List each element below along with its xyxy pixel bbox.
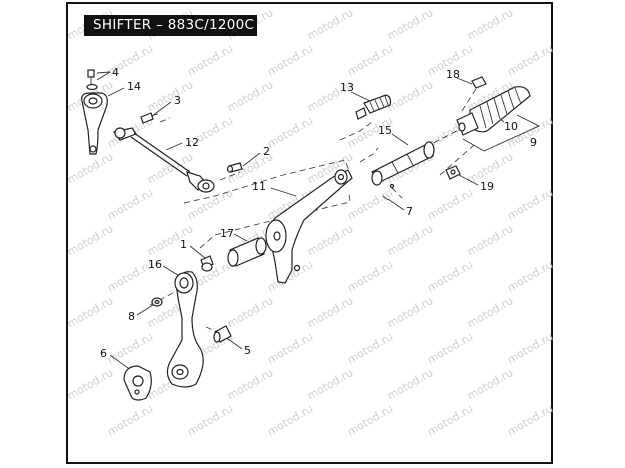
watermark-text: motod.ru <box>345 258 395 294</box>
watermark-text: motod.ru <box>225 294 275 330</box>
watermark-text: motod.ru <box>425 402 475 438</box>
watermark-text: motod.ru <box>345 186 395 222</box>
callout-16: 16 <box>148 258 162 271</box>
watermark-text: motod.ru <box>425 258 475 294</box>
watermark-text: motod.ru <box>505 186 555 222</box>
watermark-text: motod.ru <box>465 366 515 402</box>
watermark-text: motod.ru <box>145 222 195 258</box>
diagram-title: SHIFTER – 883C/1200C <box>84 15 257 36</box>
callout-3: 3 <box>174 94 181 107</box>
watermark-text: motod.ru <box>65 150 115 186</box>
watermark-text: motod.ru <box>265 42 315 78</box>
watermark-text: motod.ru <box>265 114 315 150</box>
part-6-toe-plate <box>123 365 152 401</box>
watermark-text: motod.ru <box>385 78 435 114</box>
callout-14: 14 <box>127 80 141 93</box>
callout-5: 5 <box>244 344 251 357</box>
part-13-footpeg-rubber <box>355 94 392 120</box>
callout-11: 11 <box>252 180 266 193</box>
callout-10: 10 <box>504 120 518 133</box>
watermark-text: motod.ru <box>345 402 395 438</box>
part-3-bolt <box>140 112 159 124</box>
watermark-text: motod.ru <box>65 222 115 258</box>
callout-18: 18 <box>446 68 460 81</box>
callout-6: 6 <box>100 347 107 360</box>
watermark-text: motod.ru <box>145 150 195 186</box>
watermark-text: motod.ru <box>185 42 235 78</box>
part-19-clip <box>445 165 461 180</box>
leader-lines <box>96 71 541 369</box>
callout-1: 1 <box>180 238 187 251</box>
part-8-washer <box>151 297 163 307</box>
watermark-text: motod.ru <box>305 6 355 42</box>
watermark-text: motod.ru <box>345 330 395 366</box>
part-5-bolt <box>213 325 232 343</box>
callout-2: 2 <box>263 145 270 158</box>
callout-4: 4 <box>112 66 119 79</box>
part-10-footpeg <box>456 86 531 136</box>
callout-8: 8 <box>128 310 135 323</box>
callout-7: 7 <box>406 205 413 218</box>
watermark-text: motod.ru <box>425 186 475 222</box>
part-7-screw <box>382 195 389 201</box>
part-11-lever-arm <box>265 169 353 284</box>
watermark-text: motod.ru <box>185 402 235 438</box>
watermark-text: motod.ru <box>505 402 555 438</box>
callout-13: 13 <box>340 81 354 94</box>
watermark-text: motod.ru <box>385 222 435 258</box>
watermark-text: motod.ru <box>225 366 275 402</box>
callout-12: 12 <box>185 136 199 149</box>
callout-17: 17 <box>220 227 234 240</box>
watermark-text: motod.ru <box>465 222 515 258</box>
watermark-text: motod.ru <box>425 330 475 366</box>
watermark-text: motod.ru <box>305 294 355 330</box>
part-12-shift-rod <box>112 127 215 193</box>
watermark-text: motod.ru <box>65 294 115 330</box>
parts <box>81 69 531 401</box>
watermark-text: motod.ru <box>465 294 515 330</box>
part-15-peg-shaft <box>371 141 435 189</box>
watermark-text: motod.ru <box>385 366 435 402</box>
watermark-text: motod.ru <box>385 294 435 330</box>
watermark-text: motod.ru <box>145 78 195 114</box>
part-1-bolt <box>200 255 214 272</box>
part-14-upper-lever <box>81 92 108 155</box>
watermark-text: motod.ru <box>385 6 435 42</box>
watermark-text: motod.ru <box>505 42 555 78</box>
watermark-text: motod.ru <box>305 222 355 258</box>
watermark-text: motod.ru <box>265 402 315 438</box>
watermark-text: motod.ru <box>225 78 275 114</box>
watermark-text: motod.ru <box>105 402 155 438</box>
watermark-text: motod.ru <box>305 366 355 402</box>
part-17-bushing <box>227 237 267 267</box>
watermark-text: motod.ru <box>65 366 115 402</box>
watermark-text: motod.ru <box>465 6 515 42</box>
part-2-pin <box>226 162 243 173</box>
part-16-lower-lever <box>166 271 204 388</box>
watermark-text: motod.ru <box>105 186 155 222</box>
watermark-text: motod.ru <box>105 330 155 366</box>
watermark-text: motod.ru <box>505 330 555 366</box>
watermark-text: motod.ru <box>505 258 555 294</box>
part-18-pin <box>471 76 487 89</box>
part-4-screw <box>86 69 98 91</box>
callout-15: 15 <box>378 124 392 137</box>
watermark-text: motod.ru <box>265 330 315 366</box>
callout-labels: 4 14 3 12 2 11 17 1 16 8 5 6 13 15 7 19 … <box>100 66 537 360</box>
callout-9: 9 <box>530 136 537 149</box>
watermark-text: motod.ru <box>345 42 395 78</box>
callout-19: 19 <box>480 180 494 193</box>
